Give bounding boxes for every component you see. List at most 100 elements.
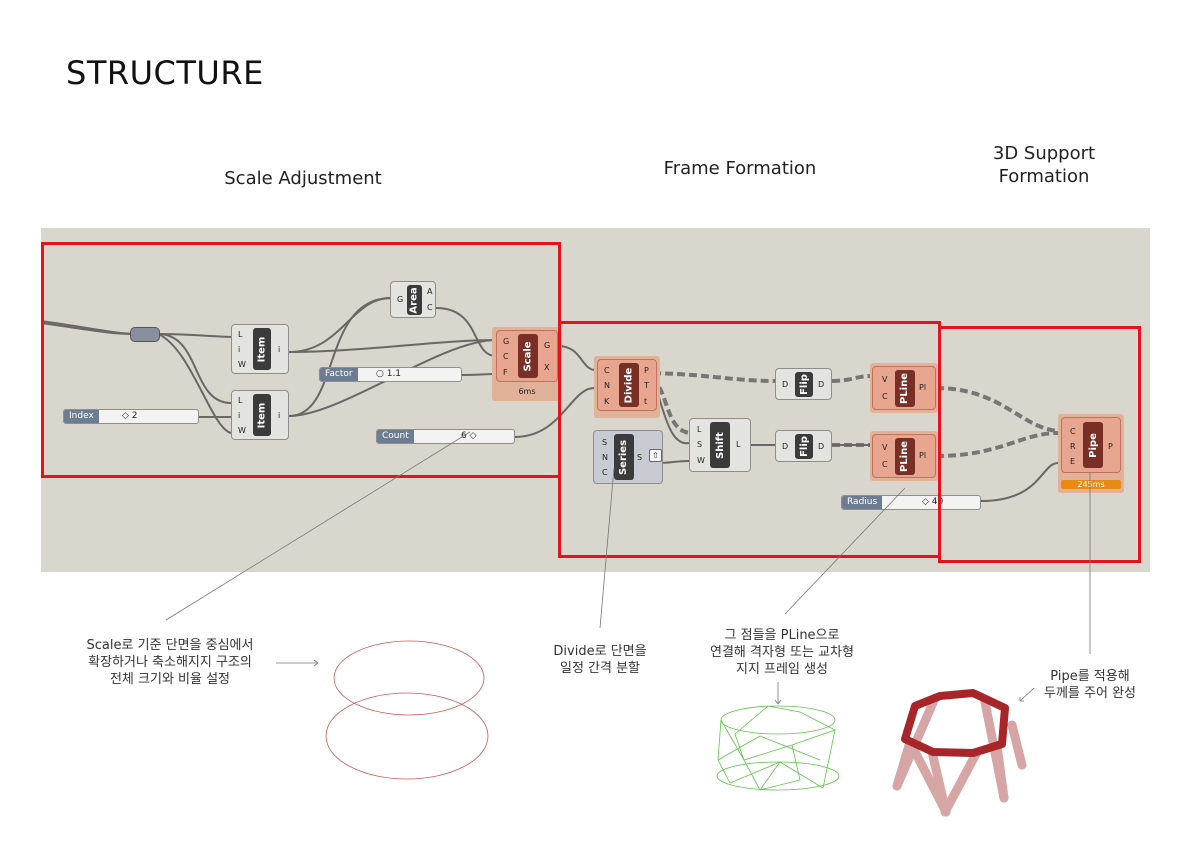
area-core: Area — [407, 285, 422, 315]
frame-formation-group — [558, 321, 941, 558]
pipe-note: Pipe를 적용해 두께를 주어 완성 — [1020, 668, 1160, 702]
flip-core: Flip — [795, 372, 813, 397]
flip-component-1[interactable]: D Flip D — [775, 368, 832, 400]
port-t[interactable]: T — [644, 381, 649, 390]
shift-component[interactable]: L S W Shift L — [689, 418, 751, 472]
port-c[interactable]: C — [604, 366, 610, 375]
scale-component[interactable]: G C F Scale G X — [496, 330, 558, 382]
pline-component-2[interactable]: V C PLine Pl — [872, 434, 936, 478]
scale-note: Scale로 기준 단면을 중심에서 확장하거나 축소해지지 구조의 전체 크기… — [66, 637, 274, 688]
port-n[interactable]: N — [602, 453, 608, 462]
port-e[interactable]: E — [1070, 457, 1076, 466]
port-v[interactable]: V — [882, 375, 888, 384]
port-d[interactable]: D — [782, 442, 789, 451]
port-d-out[interactable]: D — [818, 442, 825, 451]
port-i-out[interactable]: i — [278, 411, 281, 420]
port-w[interactable]: W — [238, 360, 246, 369]
note-line: 연결해 격자형 또는 교차형 — [710, 645, 854, 660]
note-line: Divide로 단면을 — [553, 644, 647, 659]
port-i-out[interactable]: i — [278, 345, 281, 354]
port-r[interactable]: R — [1070, 442, 1076, 451]
arrow-head — [774, 699, 782, 705]
port-f[interactable]: F — [503, 368, 508, 377]
pline-note: 그 점들을 PLine으로 연결해 격자형 또는 교차형 지지 프레임 생성 — [692, 627, 872, 678]
factor-slider-label: Factor — [320, 368, 358, 381]
graft-icon[interactable]: ⇧ — [649, 449, 662, 462]
scale-sections-illustration — [325, 640, 489, 780]
port-c[interactable]: C — [882, 392, 888, 401]
area-component[interactable]: G Area A C — [390, 281, 436, 318]
frame-wireframe-illustration — [716, 705, 840, 791]
port-w[interactable]: W — [697, 456, 705, 465]
port-g[interactable]: G — [397, 295, 404, 304]
data-wire — [935, 431, 1059, 458]
item-component-1[interactable]: L i W Item i — [231, 324, 289, 374]
port-d[interactable]: D — [782, 380, 789, 389]
port-d-out[interactable]: D — [818, 380, 825, 389]
port-i[interactable]: i — [238, 345, 241, 354]
series-core: Series — [614, 434, 634, 480]
port-pl[interactable]: Pl — [919, 383, 927, 392]
scale-core: Scale — [518, 334, 538, 378]
port-x[interactable]: X — [544, 363, 550, 372]
radius-slider-value[interactable]: ◇ 40 — [922, 497, 944, 507]
port-l[interactable]: L — [238, 396, 243, 405]
port-w[interactable]: W — [238, 426, 246, 435]
note-line: 지지 프레임 생성 — [736, 662, 828, 677]
section-3d-support-line2: Formation — [998, 166, 1090, 187]
port-c[interactable]: C — [503, 352, 509, 361]
pipe-ring — [901, 689, 1009, 757]
radius-value-text: 40 — [931, 497, 944, 507]
divide-component[interactable]: C N K Divide P T t — [597, 359, 657, 411]
port-l[interactable]: L — [238, 330, 243, 339]
port-p[interactable]: P — [1108, 442, 1113, 451]
port-g-out[interactable]: G — [544, 341, 551, 350]
port-s-out[interactable]: S — [637, 453, 643, 462]
port-p[interactable]: P — [644, 366, 649, 375]
factor-slider[interactable]: Factor ○ 1.1 — [319, 367, 462, 382]
flip-component-2[interactable]: D Flip D — [775, 430, 832, 462]
wire — [41, 322, 135, 335]
port-k[interactable]: K — [604, 397, 610, 406]
port-c[interactable]: C — [882, 460, 888, 469]
pipe-core: Pipe — [1083, 422, 1103, 468]
port-a[interactable]: A — [427, 287, 433, 296]
port-s[interactable]: S — [602, 438, 608, 447]
page-title: STRUCTURE — [66, 54, 264, 92]
support-formation-group — [938, 326, 1141, 563]
scale-adjustment-group — [41, 242, 561, 478]
pline-core: PLine — [895, 370, 915, 407]
pline-core: PLine — [895, 438, 915, 475]
port-pl[interactable]: Pl — [919, 451, 927, 460]
port-l-out[interactable]: L — [736, 440, 741, 449]
port-s[interactable]: S — [697, 440, 703, 449]
pipe-component[interactable]: C R E Pipe P — [1061, 417, 1121, 473]
port-c[interactable]: C — [427, 303, 433, 312]
port-i[interactable]: i — [238, 411, 241, 420]
wire — [435, 307, 497, 357]
port-t-small[interactable]: t — [644, 397, 648, 406]
index-slider-value[interactable]: ◇ 2 — [122, 411, 138, 421]
port-g[interactable]: G — [503, 337, 510, 346]
factor-value-text: 1.1 — [386, 369, 402, 379]
section-3d-support-line1: 3D Support — [992, 143, 1096, 164]
wire — [157, 333, 232, 404]
index-value-text: 2 — [131, 411, 138, 421]
note-line: 확장하거나 축소해지지 구조의 — [88, 655, 252, 670]
port-n[interactable]: N — [604, 381, 610, 390]
wire — [514, 387, 595, 438]
note-line: 일정 간격 분할 — [559, 661, 641, 676]
index-slider[interactable]: Index ◇ 2 — [63, 409, 199, 424]
port-l[interactable]: L — [697, 425, 702, 434]
relay-node[interactable] — [130, 327, 160, 342]
port-c[interactable]: C — [1070, 427, 1076, 436]
divide-core: Divide — [619, 363, 639, 407]
shift-core: Shift — [710, 422, 730, 468]
index-slider-label: Index — [64, 410, 99, 423]
pline-component-1[interactable]: V C PLine Pl — [872, 366, 936, 410]
small-section-ellipse — [333, 640, 485, 716]
pipe-structure-illustration — [892, 689, 1027, 817]
section-scale-adjustment: Scale Adjustment — [224, 168, 382, 189]
factor-slider-value[interactable]: ○ 1.1 — [376, 369, 402, 379]
port-v[interactable]: V — [882, 443, 888, 452]
